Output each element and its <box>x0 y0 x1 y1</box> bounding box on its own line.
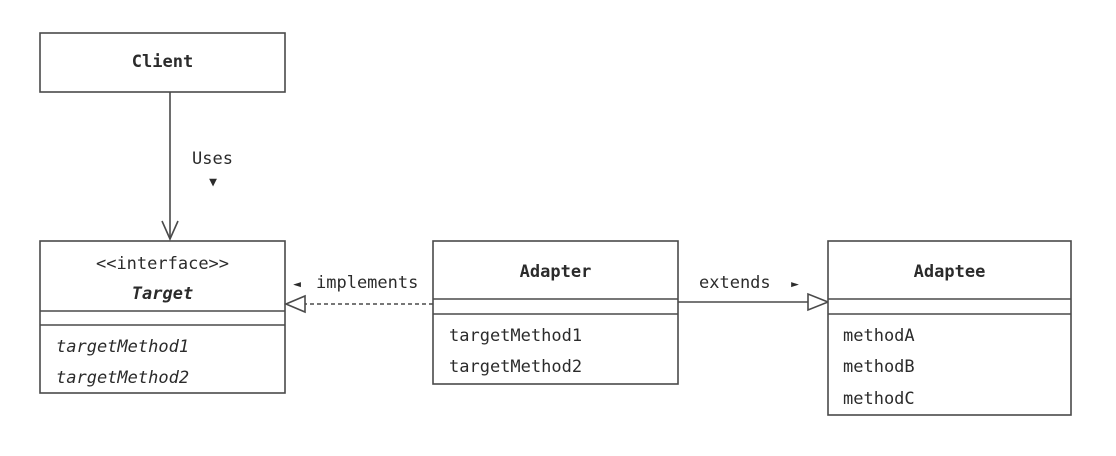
target-box <box>39 240 286 394</box>
adaptee-name: Adaptee <box>914 262 986 282</box>
relation-implements: ◄ implements <box>283 273 433 314</box>
client-box <box>39 32 286 93</box>
adapter-box <box>432 240 679 385</box>
target-stereotype: <<interface>> <box>96 254 229 274</box>
class-client: Client <box>39 32 286 93</box>
adaptee-method: methodC <box>843 389 915 409</box>
uses-label: Uses <box>192 149 233 169</box>
class-target: <<interface>> Target targetMethod1 targe… <box>39 240 286 394</box>
adapter-method: targetMethod1 <box>449 326 582 346</box>
implements-label: implements <box>316 273 418 293</box>
implements-direction-icon: ◄ <box>293 277 301 292</box>
relation-extends: extends ► <box>678 273 831 312</box>
class-adapter: Adapter targetMethod1 targetMethod2 <box>432 240 679 385</box>
implements-arrowhead <box>283 294 306 314</box>
uses-direction-icon: ▼ <box>209 175 217 190</box>
adaptee-box <box>827 240 1072 416</box>
extends-arrowhead <box>807 292 831 312</box>
adaptee-method: methodA <box>843 326 915 346</box>
uses-arrowhead <box>161 220 179 241</box>
adaptee-method: methodB <box>843 357 915 377</box>
adapter-method: targetMethod2 <box>449 357 582 377</box>
class-adaptee: Adaptee methodA methodB methodC <box>827 240 1072 416</box>
relation-uses: Uses ▼ <box>161 92 233 241</box>
extends-direction-icon: ► <box>791 277 799 292</box>
target-method: targetMethod2 <box>56 368 189 388</box>
client-name: Client <box>132 52 193 72</box>
target-name: Target <box>132 284 193 304</box>
adapter-name: Adapter <box>520 262 592 282</box>
target-method: targetMethod1 <box>56 337 189 357</box>
extends-label: extends <box>699 273 771 293</box>
